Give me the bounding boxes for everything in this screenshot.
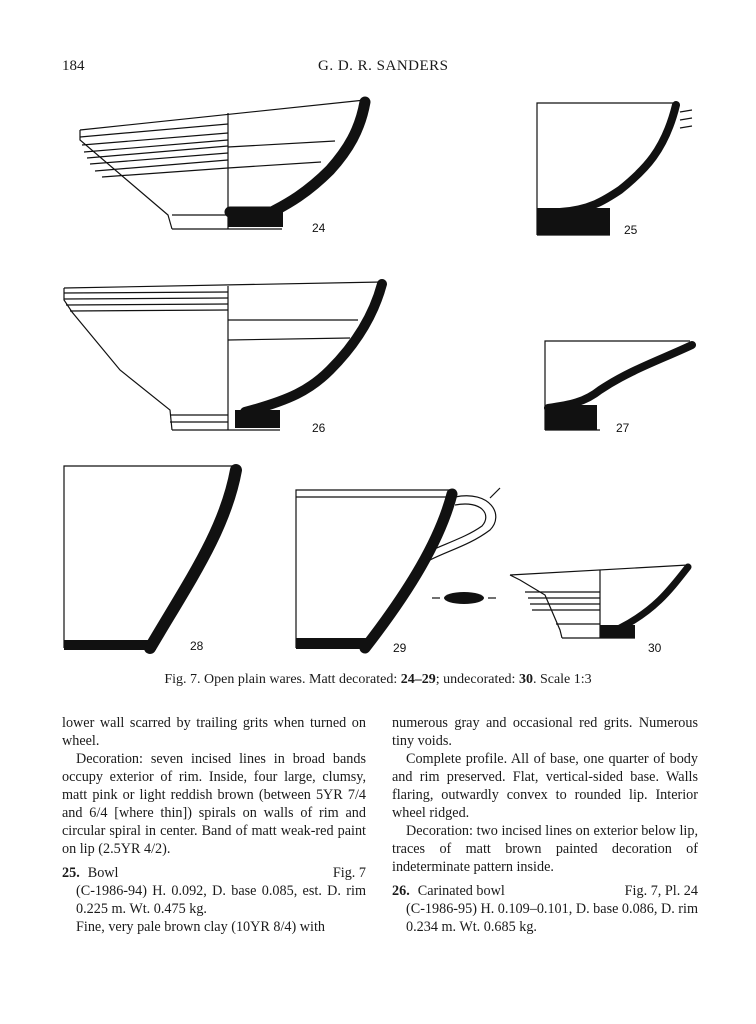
vessel-25-drawing <box>536 101 693 236</box>
paragraph: Decoration: seven incised lines in broad… <box>62 751 366 857</box>
vessel-30-drawing <box>509 563 692 639</box>
vessel-29-drawing <box>295 487 501 654</box>
figure-label-30: 30 <box>648 641 662 655</box>
paragraph: (C-1986-95) H. 0.109–0.101, D. base 0.08… <box>406 901 698 935</box>
figure-label-29: 29 <box>393 641 407 655</box>
vessel-26-drawing <box>63 279 387 431</box>
paragraph: lower wall scarred by trailing grits whe… <box>62 715 366 749</box>
paragraph: Fine, very pale brown clay (10YR 8/4) wi… <box>76 919 326 935</box>
figure-caption: Fig. 7. Open plain wares. Matt decorated… <box>164 672 592 687</box>
vessel-28-drawing <box>63 464 242 654</box>
catalog-entry-26-heading: 26.Carinated bowl Fig. 7, Pl. 24 <box>392 883 698 899</box>
paragraph: Decoration: two incised lines on exterio… <box>392 823 698 875</box>
left-text-column: lower wall scarred by trailing grits whe… <box>62 714 366 936</box>
pottery-profile-figure: 24 25 26 27 28 29 30 <box>63 96 696 655</box>
page-number: 184 <box>62 58 85 74</box>
paragraph: (C-1986-94) H. 0.092, D. base 0.085, est… <box>76 883 366 917</box>
paragraph: numerous gray and occasional red grits. … <box>392 715 698 749</box>
right-text-column: numerous gray and occasional red grits. … <box>392 714 698 936</box>
vessel-24-drawing <box>79 96 371 230</box>
catalog-entry-25-heading: 25.Bowl Fig. 7 <box>62 865 366 881</box>
figure-label-24: 24 <box>312 221 326 235</box>
running-header-author: G. D. R. SANDERS <box>318 58 449 74</box>
figure-label-27: 27 <box>616 421 630 435</box>
figure-label-25: 25 <box>624 223 638 237</box>
paragraph: Complete profile. All of base, one quart… <box>392 751 698 821</box>
vessel-27-drawing <box>544 340 696 431</box>
figure-label-28: 28 <box>190 639 204 653</box>
figure-label-26: 26 <box>312 421 326 435</box>
